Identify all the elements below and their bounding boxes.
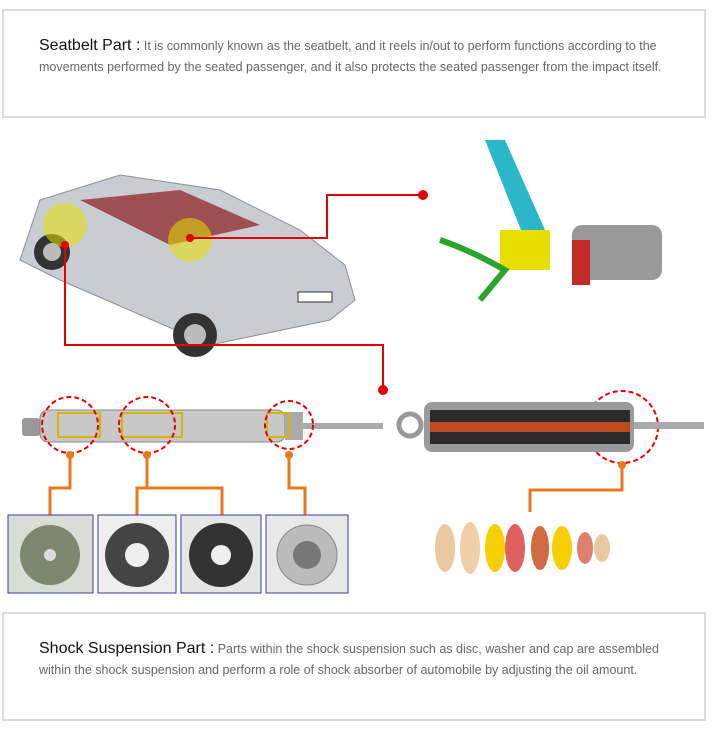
shock-text: Parts within the shock suspension such a… [39,642,659,677]
shock-absorber-cutaway [396,402,704,452]
car-image [19,174,356,357]
shock-suspension-description-box: Shock Suspension Part : Parts within the… [2,612,706,721]
red-dot [61,241,69,249]
disassembled-parts-image [435,522,610,574]
red-dot [378,385,388,395]
shock-title: Shock Suspension Part : [39,640,215,657]
orange-connector-lines [48,455,624,515]
shock-absorber-left [22,409,383,443]
red-dot [418,190,428,200]
seatbelt-description-box: Seatbelt Part : It is commonly known as … [2,9,706,118]
red-dot [186,234,194,242]
seatbelt-text: It is commonly known as the seatbelt, an… [39,39,662,74]
red-connector-lines [64,194,423,390]
part-photos [7,514,349,594]
seatbelt-image [439,140,662,302]
seatbelt-title: Seatbelt Part : [39,37,141,54]
